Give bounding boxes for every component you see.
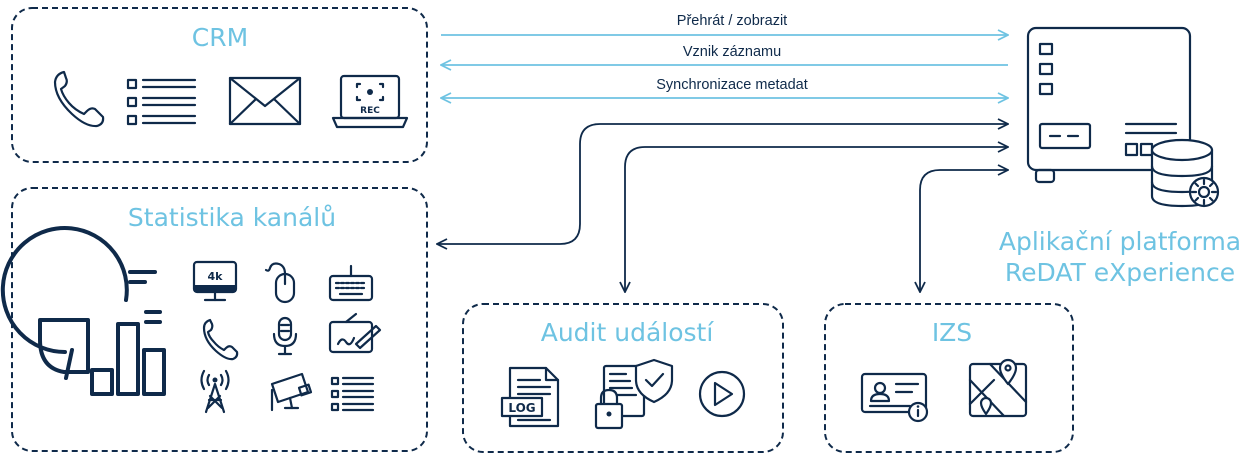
id-card-icon [860,372,929,423]
security-camera-icon [270,372,313,412]
stats-box: Statistika kanálů [11,187,428,452]
audit-box: Audit událostí [462,303,784,453]
audit-title: Audit událostí [541,318,715,347]
mouse-icon [264,262,296,304]
list-small-icon [330,376,375,412]
flow-record-label: Vznik záznamu [683,44,781,60]
connector-audit [625,147,1008,292]
flow-play: Přehrát / zobrazit [441,13,1008,35]
rec-label: REC [360,106,380,116]
database-gear-icon [1150,138,1220,208]
map-pin-icon [968,358,1028,418]
flow-record: Vznik záznamu [441,44,1008,65]
keyboard-icon [328,264,374,302]
connector-izs [920,170,1008,292]
izs-box: IZS [824,303,1074,453]
monitor-4k-icon: 4k [192,260,238,302]
antenna-icon [200,369,230,414]
log-file-icon: LOG [500,366,560,428]
play-button-icon [698,370,746,418]
flow-sync: Synchronizace metadat [441,77,1008,98]
phone-icon [53,70,105,128]
analytics-chart-icon [0,226,166,396]
mail-icon [228,76,302,126]
list-icon [126,78,197,126]
stats-title: Statistika kanálů [128,203,336,232]
flow-play-label: Přehrát / zobrazit [677,13,787,29]
platform-title-line2: ReDAT eXperience [1005,258,1235,287]
drawing-tablet-icon [328,312,382,354]
secure-document-icon [594,358,674,430]
connector-stats [437,124,1008,244]
platform-title-line1: Aplikační platforma [999,227,1241,256]
server-platform-icon [1026,26,1192,184]
log-label: LOG [508,401,535,415]
crm-title: CRM [192,23,248,52]
phone-small-icon [202,318,239,361]
laptop-rec-icon: REC [331,74,409,129]
crm-box: CRM [11,7,428,163]
res-4k-label: 4k [208,270,224,283]
microphone-icon [272,316,298,356]
flow-sync-label: Synchronizace metadat [656,77,808,93]
izs-title: IZS [932,318,972,347]
